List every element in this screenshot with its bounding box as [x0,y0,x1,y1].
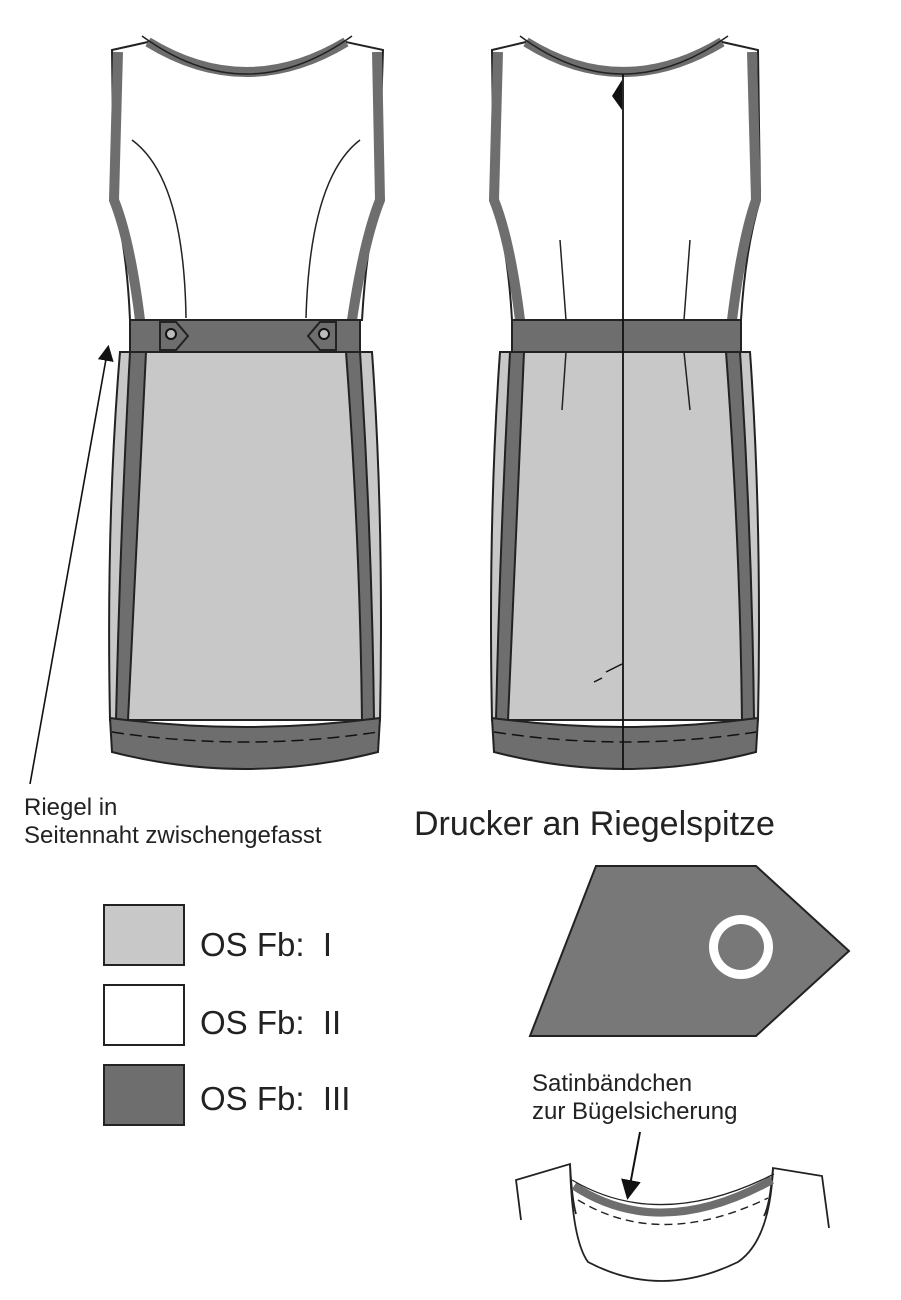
riegel-line-2: Seitennaht zwischengefasst [24,822,322,850]
legend-swatch-2 [103,984,185,1046]
legend-label-1: OS Fb: I [200,926,333,963]
back-hem-band [490,716,760,770]
front-skirt [108,351,382,721]
back-waistband [511,319,742,353]
legend-swatch-3 [103,1064,185,1126]
dress-front-view [108,35,386,770]
satin-line-1: Satinbändchen [532,1070,693,1097]
legend-label-3: OS Fb: III [200,1080,351,1117]
legend-label-2: OS Fb: II [200,1004,342,1041]
riegel-annotation: Riegel in Seitennaht zwischengefasst [24,794,414,851]
satin-line-2: zur Bügelsicherung [532,1098,738,1126]
front-armhole-right [347,51,386,321]
riegel-detail [528,865,851,1037]
drucker-title: Drucker an Riegelspitze [414,805,775,843]
neckline-detail [515,1162,830,1282]
snap-center [718,924,764,970]
satin-arrow [621,1131,641,1200]
front-armhole-left [108,51,145,321]
riegel-line-1: Riegel in [24,794,118,821]
riegel-arrow [29,344,114,785]
back-skirt [490,351,760,721]
dress-back-view [488,35,762,770]
legend-swatch-1 [103,904,185,966]
front-bodice [110,40,385,321]
back-bodice [490,40,762,321]
front-hem-band [108,716,382,770]
satin-annotation: Satinbändchen zur Bügelsicherung [532,1070,832,1127]
